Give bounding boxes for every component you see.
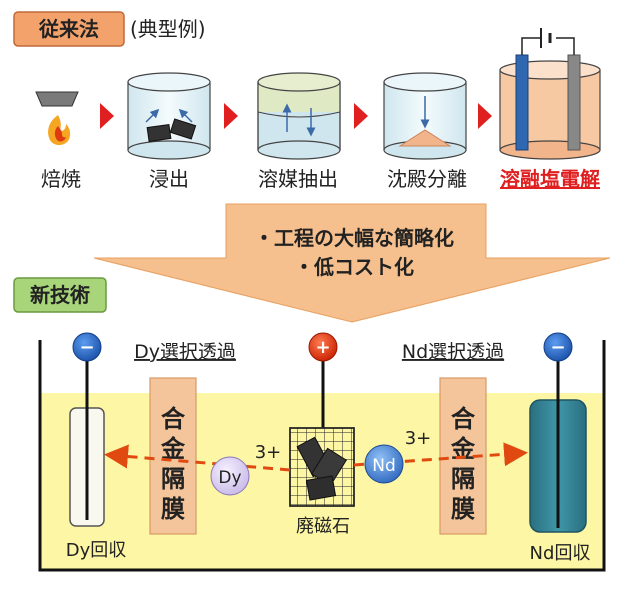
molten-salt-electrolysis-icon xyxy=(499,28,601,160)
step-arrow-2 xyxy=(224,103,238,129)
transition-line-1: ・工程の大幅な簡略化 xyxy=(254,226,454,250)
dy-minus-sign: − xyxy=(79,337,94,358)
nd-cathode-minus-terminal xyxy=(543,332,573,362)
right-membrane-char-4: 膜 xyxy=(450,495,475,523)
new-tech-label-box xyxy=(13,277,107,313)
left-alloy-membrane xyxy=(149,377,197,535)
conventional-label-box xyxy=(13,11,125,47)
anode-plus-terminal xyxy=(308,332,338,362)
nd-ion xyxy=(364,444,404,484)
nd-ion-charge: 3+ xyxy=(405,428,432,449)
conventional-subtitle: (典型例) xyxy=(130,17,206,41)
solvent-extraction-vessel-icon xyxy=(257,72,341,160)
nd-ion-label: Nd xyxy=(372,456,396,476)
new-tech-label: 新技術 xyxy=(30,283,90,307)
nd-recovery-label: Nd回収 xyxy=(530,543,591,564)
nd-cathode xyxy=(529,360,587,533)
dy-ion-label: Dy xyxy=(218,468,241,488)
dy-ion-charge: 3+ xyxy=(255,442,282,463)
leaching-vessel-icon xyxy=(127,72,211,160)
step-arrow-3 xyxy=(354,103,368,129)
step-label-roasting: 焙焼 xyxy=(41,167,81,191)
right-membrane-char-2: 金 xyxy=(450,435,476,463)
step-arrow-1 xyxy=(100,103,114,129)
scrap-magnet-basket xyxy=(289,427,355,507)
dy-recovery-label: Dy回収 xyxy=(66,540,127,561)
transition-line-2: ・低コスト化 xyxy=(294,255,414,279)
right-membrane-char-1: 合 xyxy=(451,405,476,433)
dy-ion xyxy=(210,456,250,496)
nd-minus-sign: − xyxy=(550,337,565,358)
step-label-solvent-extraction: 溶媒抽出 xyxy=(258,167,338,191)
left-membrane-char-1: 合 xyxy=(161,405,186,433)
dy-cathode-minus-terminal xyxy=(72,332,102,362)
nd-transport-arrow xyxy=(353,442,528,467)
step-arrow-4 xyxy=(478,103,492,129)
plus-sign: + xyxy=(315,337,330,358)
scrap-magnet-label: 廃磁石 xyxy=(296,516,350,537)
precipitation-vessel-icon xyxy=(383,72,467,160)
step-label-precipitation: 沈殿分離 xyxy=(387,167,467,191)
roasting-icon xyxy=(35,91,79,146)
step-label-leaching: 浸出 xyxy=(149,167,189,191)
step-label-electrolysis: 溶融塩電解 xyxy=(500,167,600,191)
dy-selective-label: Dy選択透過 xyxy=(134,341,236,363)
right-membrane-char-3: 隔 xyxy=(451,465,475,493)
dy-cathode xyxy=(69,360,105,527)
dy-transport-arrow xyxy=(104,444,291,472)
left-membrane-char-3: 隔 xyxy=(161,465,185,493)
conventional-label: 従来法 xyxy=(38,17,99,41)
nd-selective-label: Nd選択透過 xyxy=(402,341,504,363)
simplification-arrow xyxy=(93,203,611,323)
bath-vessel xyxy=(38,340,606,572)
left-membrane-char-4: 膜 xyxy=(160,495,185,523)
